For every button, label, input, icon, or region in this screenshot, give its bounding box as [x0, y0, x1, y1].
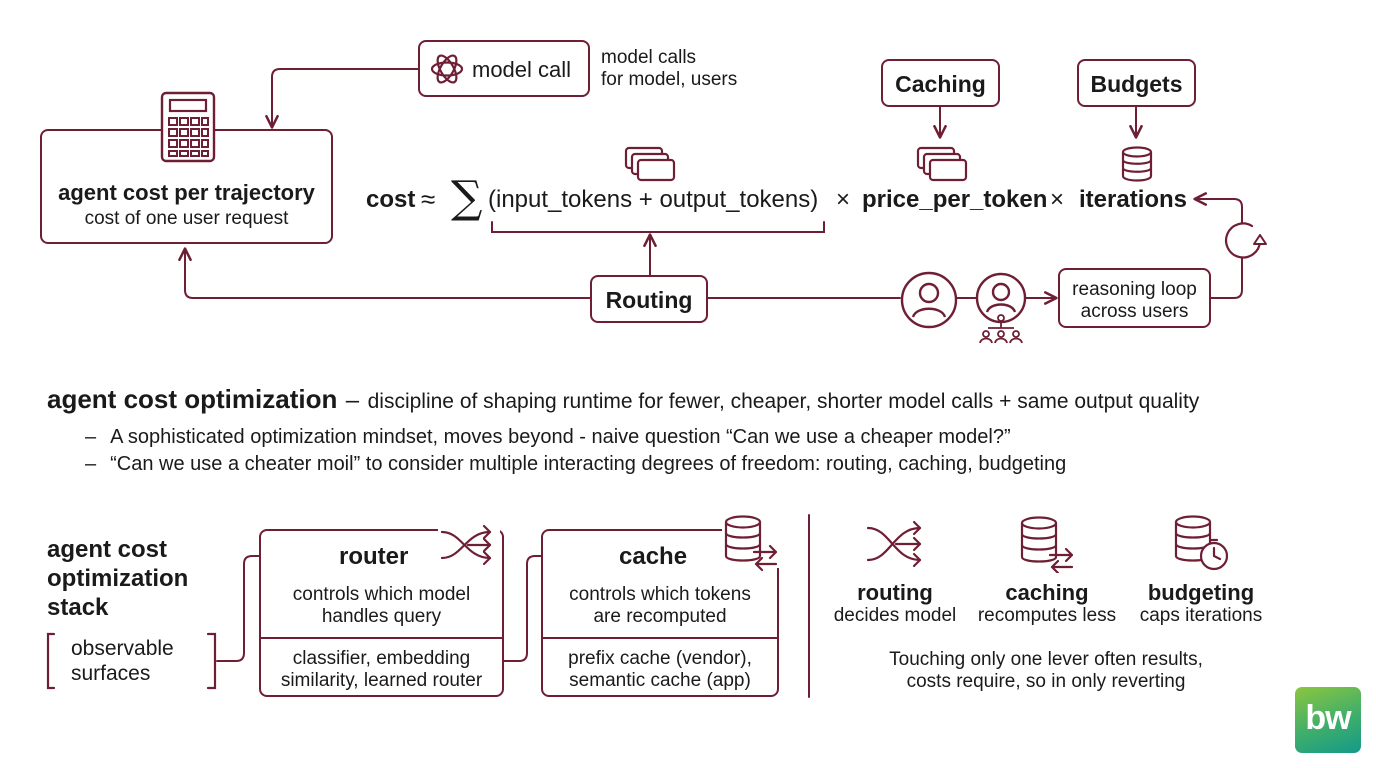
- formula-sum: ∑: [451, 172, 483, 223]
- routing-box: Routing: [590, 275, 708, 323]
- stack-title-line2: optimization: [47, 565, 189, 592]
- bw-logo: bw: [1295, 687, 1361, 753]
- agent-cost-subtitle: cost of one user request: [84, 208, 289, 229]
- bullet-1-text: A sophisticated optimization mindset, mo…: [110, 426, 1011, 448]
- formula-times2: ×: [1050, 186, 1065, 213]
- model-call-label: model call: [472, 57, 572, 82]
- formula-price: price_per_token: [862, 186, 1048, 213]
- bw-logo-text: bw: [1305, 699, 1351, 737]
- calculator-icon: [160, 91, 216, 163]
- formula-cost: cost: [366, 186, 416, 213]
- cache-desc-line2: are recomputed: [593, 606, 727, 627]
- bullet-1-dash: –: [85, 426, 97, 448]
- database-swap-icon: [722, 515, 782, 572]
- definition-term: agent cost optimization: [47, 384, 338, 414]
- router-impl-line1: classifier, embedding: [292, 648, 471, 669]
- database-icon: [1121, 146, 1153, 182]
- model-call-note-line2: for model, users: [601, 69, 738, 90]
- bullet-2-dash: –: [85, 453, 97, 475]
- arrow-router-to-cache: [503, 549, 611, 662]
- lever-budgeting-name: budgeting: [1147, 580, 1255, 605]
- routing-lever-icon: [866, 520, 922, 568]
- caching-lever-icon: [1020, 516, 1074, 573]
- stack-title-line3: stack: [47, 594, 109, 621]
- lever-caching-name: caching: [1005, 580, 1089, 605]
- definition-text: discipline of shaping runtime for fewer,…: [367, 390, 1200, 413]
- user-network-icon: [975, 272, 1027, 344]
- surfaces-bracket: [46, 632, 217, 690]
- definition-line: agent cost optimization – discipline of …: [47, 384, 1199, 415]
- lever-budgeting-desc: caps iterations: [1139, 605, 1263, 626]
- budgets-box: Budgets: [1077, 59, 1196, 107]
- arrow-modelcall-to-agentcost: [265, 68, 419, 129]
- definition-dash: –: [345, 387, 360, 414]
- formula-tokens: (input_tokens + output_tokens): [488, 186, 819, 213]
- bullet-1: –A sophisticated optimization mindset, m…: [85, 426, 1011, 449]
- stack-title-line1: agent cost: [47, 536, 168, 563]
- formula-approx: ≈: [421, 184, 436, 214]
- tokens-bracket: [491, 221, 825, 233]
- levers-note-line1: Touching only one lever often results,: [889, 649, 1203, 670]
- surfaces-line2: surfaces: [71, 662, 151, 685]
- caching-label: Caching: [895, 71, 986, 97]
- model-call-note-line1: model calls: [601, 47, 697, 68]
- lever-caching-desc: recomputes less: [977, 605, 1117, 626]
- surfaces-line1: observable: [71, 637, 174, 660]
- cache-impl-line1: prefix cache (vendor),: [568, 648, 752, 669]
- router-desc-line2: handles query: [321, 606, 442, 627]
- caching-box: Caching: [881, 59, 1000, 107]
- cache-title: cache: [619, 543, 688, 570]
- budgeting-lever-icon: [1174, 515, 1229, 571]
- shuffle-icon: [438, 524, 500, 566]
- budgets-label: Budgets: [1090, 71, 1183, 97]
- cache-impl-line2: semantic cache (app): [569, 670, 751, 691]
- reasoning-line1: reasoning loop: [1072, 279, 1197, 300]
- reasoning-line2: across users: [1080, 301, 1189, 322]
- router-impl-line2: similarity, learned router: [280, 670, 483, 691]
- lever-routing-name: routing: [857, 580, 933, 605]
- agent-cost-box: agent cost per trajectory cost of one us…: [40, 91, 333, 244]
- cache-divider: [543, 637, 777, 639]
- stacked-cards-icon-caching: [916, 146, 968, 182]
- arrow-routing-to-agentcost: [178, 247, 591, 299]
- bullet-2-text: “Can we use a cheater moil” to consider …: [110, 453, 1067, 475]
- reasoning-loop-box: reasoning loop across users: [1058, 268, 1211, 328]
- formula-times1: ×: [836, 186, 851, 213]
- stacked-cards-icon: [624, 146, 676, 182]
- agent-cost-title: agent cost per trajectory: [58, 180, 315, 205]
- router-title: router: [339, 543, 409, 570]
- router-desc-line1: controls which model: [292, 584, 471, 605]
- user-icon: [900, 271, 958, 329]
- lever-routing-desc: decides model: [833, 605, 957, 626]
- routing-label: Routing: [605, 287, 693, 313]
- model-call-box: model call: [418, 40, 590, 97]
- cache-desc-line1: controls which tokens: [569, 584, 751, 605]
- bullet-2: –“Can we use a cheater moil” to consider…: [85, 453, 1066, 476]
- arrow-surfaces-to-router: [216, 549, 331, 662]
- loop-arrow-icon: [1225, 222, 1267, 259]
- openai-logo-icon: [430, 54, 464, 84]
- router-divider: [261, 637, 502, 639]
- levers-note-line2: costs require, so in only reverting: [906, 671, 1186, 692]
- formula-iterations: iterations: [1079, 186, 1188, 213]
